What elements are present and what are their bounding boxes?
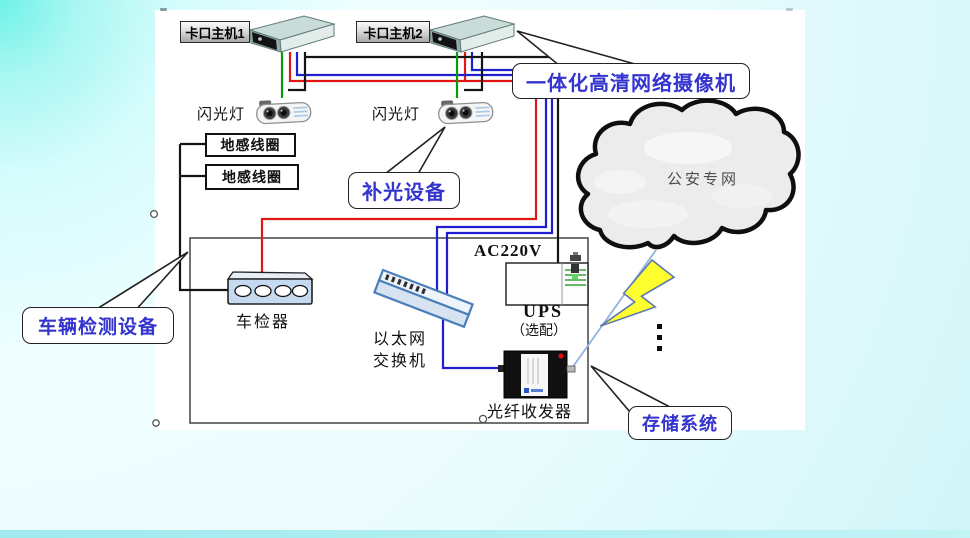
ground-coil-label-1: 地感线圈 bbox=[220, 137, 281, 153]
fill-light-callout-text: 补光设备 bbox=[362, 182, 446, 204]
wire-black-camera1-drop bbox=[288, 52, 307, 92]
host1-label-box: 卡口主机1 bbox=[180, 21, 250, 43]
vehicle-detector-label: 车检器 bbox=[236, 314, 291, 331]
police-network-label: 公安专网 bbox=[666, 171, 739, 188]
ground-coil-box-1: 地感线圈 bbox=[205, 133, 296, 157]
fiber-transceiver-label: 光纤收发器 bbox=[487, 404, 573, 421]
ups-device bbox=[505, 252, 589, 306]
host1-label: 卡口主机1 bbox=[185, 25, 245, 41]
ac-power-label: AC220V bbox=[474, 241, 543, 260]
ground-coil-label-2: 地感线圈 bbox=[222, 169, 282, 185]
equipment-room-boundary bbox=[189, 237, 589, 424]
vehicle-detector-device bbox=[226, 271, 314, 305]
vehicle-detection-callout: 车辆检测设备 bbox=[22, 307, 174, 344]
flash-device-2 bbox=[438, 100, 494, 125]
camera-callout: 一体化高清网络摄像机 bbox=[512, 63, 750, 99]
camera-2-image bbox=[428, 15, 516, 53]
handle-circle-bottom-center bbox=[478, 414, 488, 424]
fiber-transceiver-device bbox=[498, 350, 576, 399]
flash-label-2: 闪光灯 bbox=[372, 106, 421, 123]
ups-label: UPS bbox=[523, 301, 564, 321]
ethernet-switch-label-line2: 交换机 bbox=[372, 352, 427, 370]
bottom-accent-strip bbox=[0, 530, 970, 538]
fiber-uplink-line bbox=[571, 249, 657, 369]
flash-device-1 bbox=[256, 100, 312, 125]
storage-callout: 存储系统 bbox=[628, 406, 732, 440]
vehicle-detection-callout-tail bbox=[89, 251, 189, 313]
wire-blue-camera2 bbox=[445, 52, 554, 295]
wire-black-ground-coils bbox=[178, 142, 228, 292]
slide-corner-mark-right bbox=[786, 8, 793, 11]
wire-red-power bbox=[260, 52, 538, 279]
wire-black-camera2-drop bbox=[464, 52, 484, 92]
camera-1-image bbox=[248, 15, 336, 53]
police-network-cloud bbox=[575, 98, 801, 250]
vehicle-detection-callout-text: 车辆检测设备 bbox=[37, 317, 158, 338]
wire-blue-camera1 bbox=[295, 52, 548, 295]
storage-callout-text: 存储系统 bbox=[642, 414, 718, 434]
handle-circle-left bbox=[149, 209, 159, 219]
handle-circle-bottom-left bbox=[152, 419, 160, 427]
camera-callout-text: 一体化高清网络摄像机 bbox=[526, 72, 736, 95]
ethernet-switch-label-line1: 以太网 bbox=[372, 331, 427, 348]
ethernet-switch-device bbox=[372, 268, 475, 329]
lightning-bolt-icon bbox=[599, 258, 676, 327]
flash-label-1: 闪光灯 bbox=[197, 106, 246, 123]
slide-corner-mark-left bbox=[160, 8, 167, 11]
ups-optional-label: （选配） bbox=[511, 322, 567, 338]
host2-label: 卡口主机2 bbox=[363, 25, 423, 41]
fill-light-callout-tail bbox=[382, 126, 446, 175]
host2-label-box: 卡口主机2 bbox=[356, 21, 430, 43]
fill-light-callout: 补光设备 bbox=[348, 172, 460, 209]
connector-handles bbox=[149, 209, 488, 427]
camera-callout-tail bbox=[516, 30, 643, 67]
ethernet-switch-label: 以太网 交换机 bbox=[368, 329, 432, 372]
ground-coil-box-2: 地感线圈 bbox=[205, 164, 299, 190]
wire-blue-switch-to-fiber bbox=[441, 316, 504, 370]
vertical-ellipsis bbox=[657, 324, 662, 351]
